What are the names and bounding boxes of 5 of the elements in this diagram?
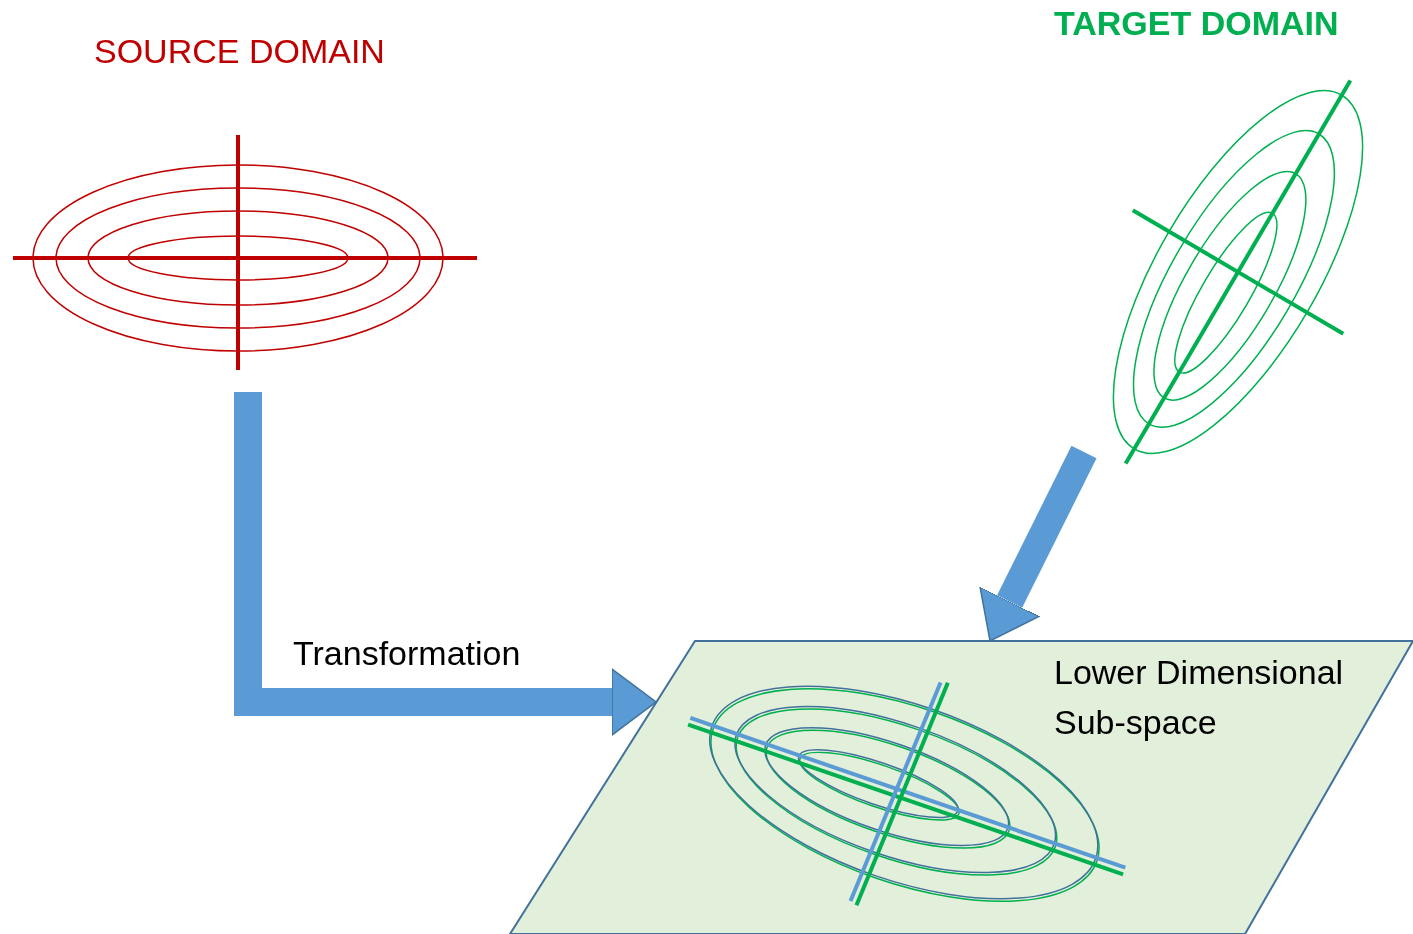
block-arrow xyxy=(979,445,1097,642)
plane-label: Lower Dimensional Sub-space xyxy=(1054,652,1345,743)
domain-title: TARGET DOMAIN xyxy=(1054,4,1339,43)
block-arrow xyxy=(234,392,657,736)
domain-title: SOURCE DOMAIN xyxy=(94,32,385,71)
